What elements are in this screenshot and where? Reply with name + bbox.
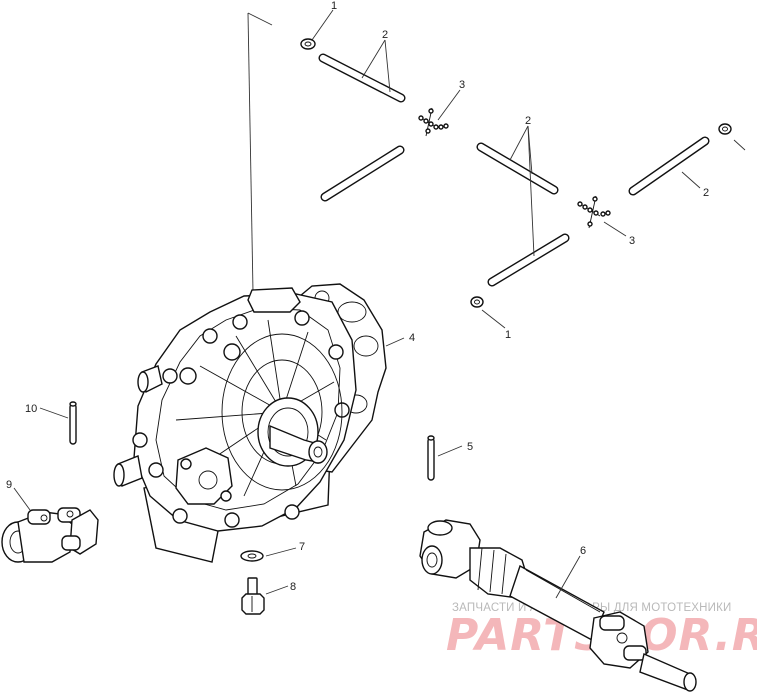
left-input-stub [137, 365, 163, 394]
callout-7: 7 [299, 541, 305, 553]
part-2-rods [318, 53, 710, 287]
part-7-washer [240, 550, 264, 562]
callout-2-right: 2 [703, 187, 709, 199]
callout-3-upper: 3 [459, 79, 465, 91]
part-1-nut-right [718, 123, 732, 135]
leader-lines [13, 9, 746, 599]
callout-9: 9 [6, 479, 12, 491]
callout-3-lower: 3 [629, 235, 635, 247]
part-3-clip-upper [418, 107, 449, 137]
callout-2-middle: 2 [525, 115, 531, 127]
callout-labels: 1 2 3 2 2 3 1 4 10 5 9 6 7 8 [6, 0, 709, 593]
callout-10: 10 [25, 403, 37, 415]
reference-line [247, 12, 273, 293]
rod-lower [487, 233, 570, 287]
callout-8: 8 [290, 581, 296, 593]
callout-4: 4 [409, 332, 415, 344]
part-4-gearcase-housing [113, 283, 387, 563]
callout-6: 6 [580, 545, 586, 557]
rod-right [628, 136, 710, 196]
part-5-pin [427, 435, 435, 481]
part-9-u-joint [1, 507, 99, 563]
callout-1-lower: 1 [505, 329, 511, 341]
part-1-nut-lower [470, 296, 484, 308]
part-10-pin [69, 401, 77, 445]
rod-left [320, 145, 405, 202]
left-lower-stub [113, 455, 143, 487]
part-6-drive-shaft [419, 519, 697, 692]
rod-middle [476, 142, 559, 195]
callout-1-top: 1 [331, 0, 337, 12]
callout-2-top: 2 [382, 29, 388, 41]
part-1-nut-top [300, 38, 316, 50]
callout-5: 5 [467, 441, 473, 453]
part-8-bolt [241, 577, 265, 615]
part-3-clip-lower [577, 195, 611, 229]
